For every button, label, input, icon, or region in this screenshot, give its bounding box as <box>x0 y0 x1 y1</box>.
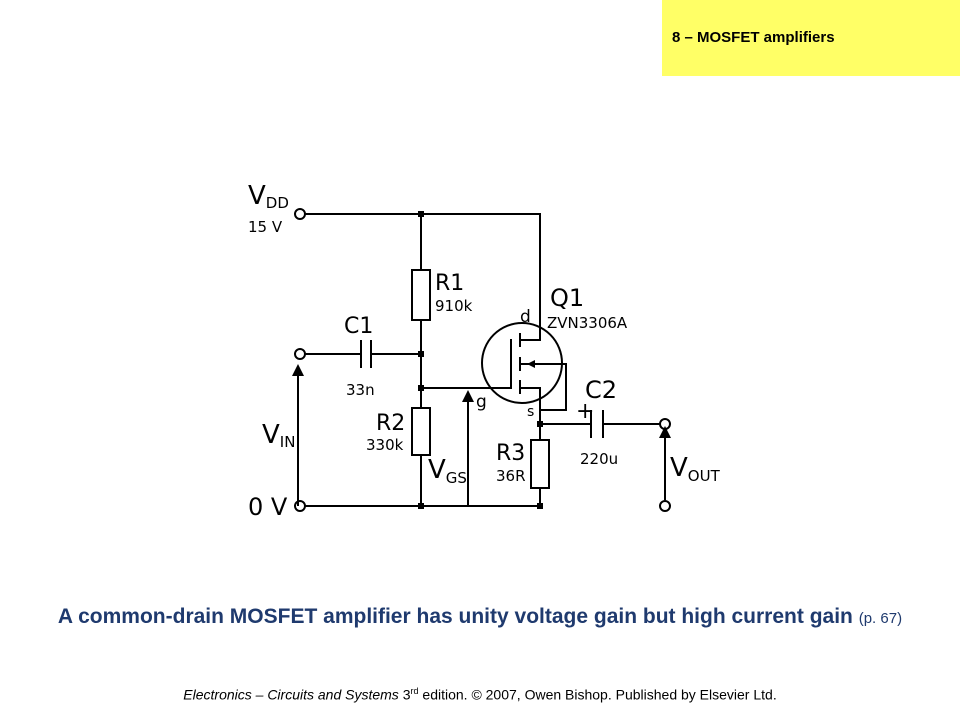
c1-value: 33n <box>346 381 375 399</box>
r1-name: R1 <box>435 271 464 296</box>
r3-value: 36R <box>496 467 526 485</box>
footer-book-title: Electronics – Circuits and Systems <box>183 686 399 703</box>
vdd-value: 15 V <box>248 218 283 236</box>
vout-label: VOUT <box>670 453 721 485</box>
footer-citation: Electronics – Circuits and Systems 3rd e… <box>0 686 960 703</box>
c2-value: 220u <box>580 450 618 468</box>
vin-arrow-head <box>292 364 304 376</box>
c1-name: C1 <box>344 314 373 339</box>
r1-resistor <box>411 269 431 321</box>
q1-gate-label: g <box>476 392 487 412</box>
q1-transistor-symbol <box>481 322 563 404</box>
voltage-arrows <box>297 374 666 506</box>
c2-polarity: + <box>576 399 594 424</box>
r3-resistor <box>530 439 550 489</box>
r2-resistor <box>411 407 431 456</box>
r3-name: R3 <box>496 441 525 466</box>
q1-name: Q1 <box>550 284 584 312</box>
chapter-header-box: 8 – MOSFET amplifiers <box>662 0 960 76</box>
vgs-label: VGS <box>428 455 467 487</box>
footer-rest: edition. © 2007, Owen Bishop. Published … <box>418 686 777 703</box>
junction-dots <box>418 211 543 509</box>
r2-value: 330k <box>366 436 404 454</box>
q1-drain-label: d <box>520 307 531 327</box>
slide-caption: A common-drain MOSFET amplifier has unit… <box>30 600 930 635</box>
vdd-label: VDD <box>248 181 289 212</box>
ground-label: 0 V <box>248 493 288 521</box>
chapter-title: 8 – MOSFET amplifiers <box>672 29 835 46</box>
q1-part: ZVN3306A <box>547 314 628 332</box>
vgs-arrow-head <box>462 390 474 402</box>
c1-capacitor <box>360 340 372 368</box>
c2-name: C2 <box>585 376 617 404</box>
footer-edition-suffix: rd <box>410 686 419 696</box>
caption-text: A common-drain MOSFET amplifier has unit… <box>57 605 853 628</box>
q1-source-label: s <box>527 404 534 420</box>
vin-label: VIN <box>262 420 295 451</box>
r2-name: R2 <box>376 411 405 436</box>
r1-value: 910k <box>435 297 473 315</box>
c2-capacitor <box>590 410 604 438</box>
vout-arrow-head <box>659 426 671 438</box>
footer-edition-number: 3 <box>402 686 411 703</box>
q1-body-arrow <box>527 360 535 368</box>
terminals <box>294 208 671 512</box>
caption-page-ref: (p. 67) <box>858 610 903 627</box>
